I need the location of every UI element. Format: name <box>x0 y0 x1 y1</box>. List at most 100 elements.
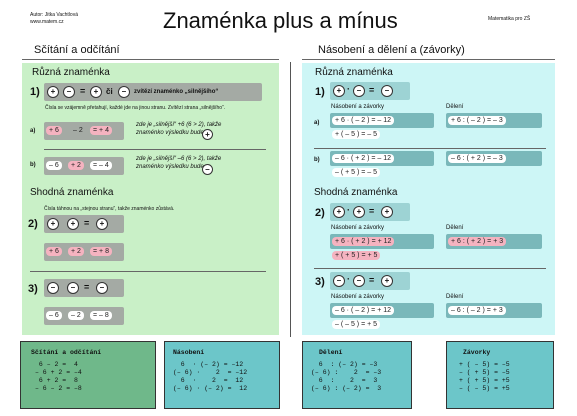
left-rule2-label: 2) <box>28 218 38 230</box>
summary-div-box: Dělení 6 : (– 2) = –3 (– 6) : 2 = –3 6 :… <box>302 341 412 409</box>
expr-result: = + 4 <box>90 126 112 135</box>
left-rule3-label: 3) <box>28 283 38 295</box>
plus-symbol: + <box>96 218 108 230</box>
summary-div-title: Dělení <box>319 349 343 356</box>
minus-symbol: – <box>63 86 75 98</box>
summary-add-row: 6 + 2 = 8 <box>35 377 78 384</box>
summary-add-row: 6 – 2 = 4 <box>35 361 78 368</box>
summary-mult-title: Násobení <box>173 349 205 356</box>
left-b-label: b) <box>30 162 36 168</box>
website: www.matem.cz <box>30 19 64 25</box>
left-same-note: Čísla táhnou na „stejnou stranu“, takže … <box>44 206 175 212</box>
expr-result: = – 4 <box>90 161 112 170</box>
minus-symbol: – <box>353 275 365 287</box>
plus-symbol: + <box>202 129 213 140</box>
left-different-heading: Různá znaménka <box>32 67 110 78</box>
right-d-mult: – 6 · ( – 2 ) = + 12 <box>332 306 395 315</box>
right-d-div: – 6 : ( – 2 ) = + 3 <box>448 306 506 315</box>
plus-symbol: + <box>47 218 59 230</box>
minus-symbol: – <box>202 164 213 175</box>
div-label: Dělení <box>446 104 464 110</box>
mult-label: Násobení a závorky <box>331 294 385 300</box>
summary-paren-row: – ( – 5) = +5 <box>459 385 510 392</box>
expr-term: – 2 <box>68 311 84 320</box>
right-different-heading: Různá znaménka <box>315 67 393 78</box>
left-a-text: zde je „silnější“ +6 (6 > 2), takže <box>136 122 222 128</box>
right-a-label: a) <box>314 120 320 126</box>
equals-sign: = <box>84 218 90 228</box>
left-a-label: a) <box>30 128 36 134</box>
minus-symbol: – <box>118 86 130 98</box>
expr-term: + 2 <box>68 247 84 256</box>
expr-term: – 6 <box>46 161 62 170</box>
author: Autor: Jitka Vachtlová <box>30 12 78 18</box>
summary-add-title: Sčítání a odčítání <box>31 349 102 356</box>
or-word: či <box>106 87 113 96</box>
dot-sign: · <box>347 205 350 215</box>
subject: Matematika pro ZŠ <box>488 16 531 22</box>
minus-symbol: – <box>353 85 365 97</box>
summary-mult-row: (– 6) · 2 = –12 <box>173 369 248 376</box>
expr-term: – 6 <box>46 311 62 320</box>
summary-add-row: – 6 + 2 = –4 <box>35 369 82 376</box>
summary-div-row: (– 6) : 2 = –3 <box>311 369 382 376</box>
mult-label: Násobení a závorky <box>331 104 385 110</box>
plus-symbol: + <box>333 206 345 218</box>
mult-label: Násobení a závorky <box>331 225 385 231</box>
page-title: Znaménka plus a mínus <box>163 8 398 33</box>
summary-add-row: – 6 – 2 = –8 <box>35 385 82 392</box>
plus-symbol: + <box>353 206 365 218</box>
right-c-div: + 6 : ( + 2 ) = + 3 <box>448 237 507 246</box>
summary-paren-row: + ( + 5) = +5 <box>459 377 510 384</box>
minus-symbol: – <box>96 282 108 294</box>
plus-symbol: + <box>47 86 59 98</box>
div-label: Dělení <box>446 294 464 300</box>
equals-sign: = <box>369 85 375 95</box>
equals-sign: = <box>84 282 90 292</box>
right-b-div: – 6 : ( + 2 ) = – 3 <box>448 154 506 163</box>
divider <box>290 62 291 337</box>
expr-term: + 2 <box>68 161 84 170</box>
plus-symbol: + <box>381 206 393 218</box>
right-b-paren: – ( + 5 ) = – 5 <box>332 168 381 177</box>
summary-div-row: 6 : (– 2) = –3 <box>311 361 378 368</box>
dot-sign: · <box>347 274 350 284</box>
left-b-text: zde je „silnější“ –6 (6 > 2), takže <box>136 156 222 162</box>
minus-symbol: – <box>381 85 393 97</box>
expr-term: + 6 <box>46 126 62 135</box>
summary-div-row: (– 6) : (– 2) = 3 <box>311 385 382 392</box>
left-rule1-note: Čísla se vzájemně přetahují, každé jde n… <box>45 105 226 111</box>
expr-result: = – 8 <box>90 311 112 320</box>
right-c-paren: + ( + 5 ) = + 5 <box>332 251 381 260</box>
right-d-paren: – ( – 5 ) = + 5 <box>332 320 381 329</box>
expr-result: = + 8 <box>90 247 112 256</box>
summary-paren-title: Závorky <box>463 349 491 356</box>
plus-symbol: + <box>333 85 345 97</box>
equals-sign: = <box>369 275 375 285</box>
summary-mult-box: Násobení 6 · (– 2) = –12 (– 6) · 2 = –12… <box>164 341 280 409</box>
summary-div-row: 6 : 2 = 3 <box>311 377 378 384</box>
left-a-text2: znaménko výsledku bude <box>136 130 204 136</box>
left-section-title: Sčítání a odčítání <box>34 44 120 56</box>
summary-paren-box: Závorky + ( – 5) = –5 – ( + 5) = –5 + ( … <box>446 341 554 409</box>
equals-sign: = <box>80 86 86 96</box>
right-b-label: b) <box>314 157 320 163</box>
summary-mult-row: (– 6) · (– 2) = 12 <box>173 385 248 392</box>
right-a-mult: + 6 · ( – 2 ) = – 12 <box>332 116 395 125</box>
right-rule2-label: 2) <box>315 207 325 219</box>
plus-symbol: + <box>90 86 102 98</box>
right-rule1-label: 1) <box>315 86 325 98</box>
left-b-text2: znaménko výsledku bude <box>136 164 204 170</box>
minus-symbol: – <box>333 275 345 287</box>
right-a-paren: + ( – 5 ) = – 5 <box>332 130 381 139</box>
right-section-title: Násobení a dělení a (závorky) <box>318 44 465 56</box>
left-rule1-label: 1) <box>30 86 40 98</box>
dot-sign: · <box>347 84 350 94</box>
equals-sign: = <box>369 206 375 216</box>
right-rule3-label: 3) <box>315 276 325 288</box>
right-b-mult: – 6 · ( + 2 ) = – 12 <box>332 154 395 163</box>
summary-paren-row: – ( + 5) = –5 <box>459 369 510 376</box>
summary-add-box: Sčítání a odčítání 6 – 2 = 4 – 6 + 2 = –… <box>20 341 156 409</box>
right-c-mult: + 6 · ( + 2 ) = + 12 <box>332 237 395 246</box>
summary-mult-row: 6 · (– 2) = –12 <box>173 361 244 368</box>
